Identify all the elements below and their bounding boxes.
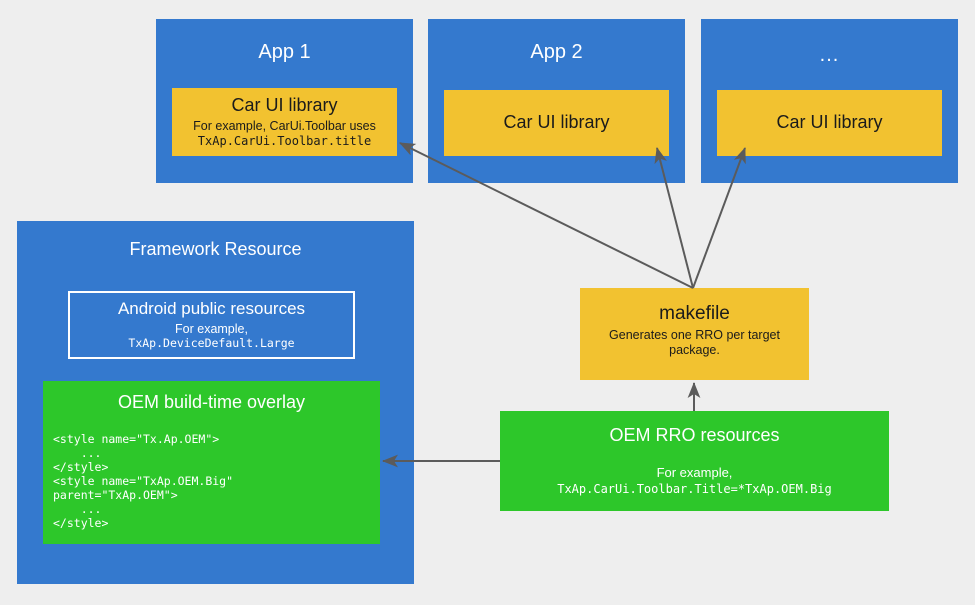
makefile-description-line1: Generates one RRO per target	[609, 328, 780, 342]
oem-rro-example-line2: TxAp.CarUi.Toolbar.Title=*TxAp.OEM.Big	[557, 482, 832, 496]
android-public-resources-example-line1: For example,	[175, 322, 248, 336]
app-1-car-ui-library: Car UI library For example, CarUi.Toolba…	[172, 88, 397, 156]
android-public-resources-box: Android public resources For example, Tx…	[68, 291, 355, 359]
makefile-description-line2: package.	[669, 343, 720, 357]
app-2-title: App 2	[530, 41, 583, 63]
android-public-resources-example-line2: TxAp.DeviceDefault.Large	[128, 336, 295, 350]
makefile-box: makefile Generates one RRO per target pa…	[580, 288, 809, 380]
app-3-library-title: Car UI library	[776, 112, 883, 132]
app-2-library-title: Car UI library	[503, 112, 610, 132]
framework-resource-title: Framework Resource	[129, 239, 302, 259]
app-1-library-example-line1: For example, CarUi.Toolbar uses	[193, 119, 376, 133]
app-1-title: App 1	[258, 41, 311, 63]
app-3-car-ui-library: Car UI library	[717, 90, 942, 156]
app-1-library-example-line2: TxAp.CarUi.Toolbar.title	[197, 134, 372, 148]
app-1-library-title: Car UI library	[231, 95, 338, 115]
app-2-car-ui-library: Car UI library	[444, 90, 669, 156]
app-3-title: ...	[819, 44, 840, 66]
android-public-resources-title: Android public resources	[117, 299, 306, 318]
makefile-title: makefile	[659, 303, 730, 324]
oem-build-time-overlay: OEM build-time overlay <style name="Tx.A…	[43, 381, 380, 544]
oem-rro-example-line1: For example,	[656, 465, 733, 480]
oem-rro-resources: OEM RRO resources For example, TxAp.CarU…	[500, 411, 889, 511]
oem-build-time-overlay-code: <style name="Tx.Ap.OEM"> ... </style> <s…	[53, 432, 234, 530]
oem-rro-resources-title: OEM RRO resources	[609, 425, 780, 445]
oem-build-time-overlay-title: OEM build-time overlay	[117, 392, 306, 412]
